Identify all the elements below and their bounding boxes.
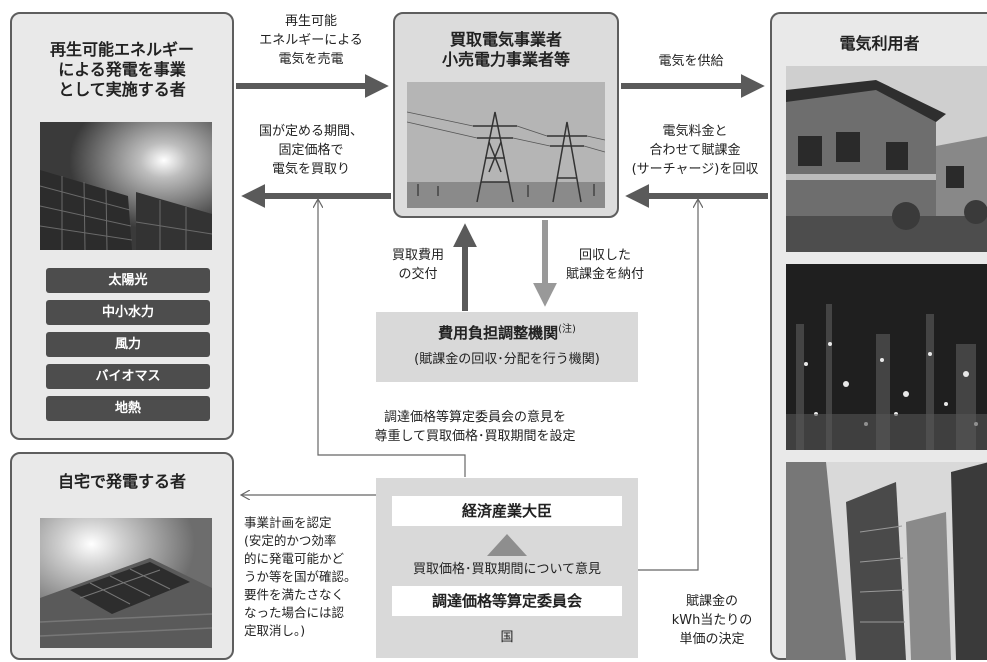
adjustment-body-note: (注) [558,324,576,335]
houses-photo [786,66,987,252]
generator-title: 再生可能エネルギー による発電を事業 として実施する者 [49,40,194,99]
label-sell-electricity: 再生可能 エネルギーによる 電気を売電 [259,14,363,67]
opinion-arrow-icon [487,534,527,556]
adjustment-body-subtitle: (賦課金の回収･分配を行う機関) [414,352,600,367]
adjustment-body-name: 費用負担調整機関 [438,324,559,342]
solar-panel-photo [40,122,212,250]
purchaser-title: 買取電気事業者 小売電力事業者等 [441,30,570,69]
power-tower-photo [407,82,605,208]
label-pay-collected: 回収した 賦課金を納付 [565,248,644,282]
rooftop-solar-photo [40,518,212,648]
adjustment-body-title: 費用負担調整機関(注) [376,324,638,343]
label-fixed-purchase: 国が定める期間、 固定価格で 電気を買取り [258,124,363,177]
adjustment-body-box: 費用負担調整機関(注) (賦課金の回収･分配を行う機関) [376,312,638,382]
government-box: 経済産業大臣 買取価格･買取期間について意見 調達価格等算定委員会 国 [376,478,638,658]
arrow-set-price [318,200,466,477]
purchaser-panel: 買取電気事業者 小売電力事業者等 [393,12,619,218]
label-supply: 電気を供給 [658,54,724,69]
label-certify-plan: 事業計画を認定 (安定的かつ効率 的に発電可能かど うか等を国が確認。 要件を満… [244,515,357,638]
label-set-price: 調達価格等算定委員会の意見を 尊重して買取価格･買取期間を設定 [374,410,576,444]
committee-box: 調達価格等算定委員会 [392,586,622,616]
label-collect-surcharge: 電気料金と 合わせて賦課金 (サーチャージ)を回収 [631,124,759,177]
label-grant-cost: 買取費用 の交付 [391,248,444,282]
users-panel: 電気利用者 [770,12,987,660]
label-unit-price: 賦課金の kWh当たりの 単価の決定 [671,594,753,647]
country-label: 国 [500,630,514,645]
arrow-unit-price [638,200,698,571]
factory-night-photo [786,264,987,450]
source-geothermal: 地熱 [46,396,210,421]
source-wind: 風力 [46,332,210,357]
home-generator-panel: 自宅で発電する者 [10,452,234,660]
home-generator-title: 自宅で発電する者 [57,472,186,491]
buildings-photo [786,462,987,660]
users-title: 電気利用者 [839,34,920,53]
generator-panel: 再生可能エネルギー による発電を事業 として実施する者 太陽光 中小水力 風力 … [10,12,234,440]
opinion-label: 買取価格･買取期間について意見 [412,562,602,577]
minister-box: 経済産業大臣 [392,496,622,526]
source-solar: 太陽光 [46,268,210,293]
source-small-hydro: 中小水力 [46,300,210,325]
source-biomass: バイオマス [46,364,210,389]
